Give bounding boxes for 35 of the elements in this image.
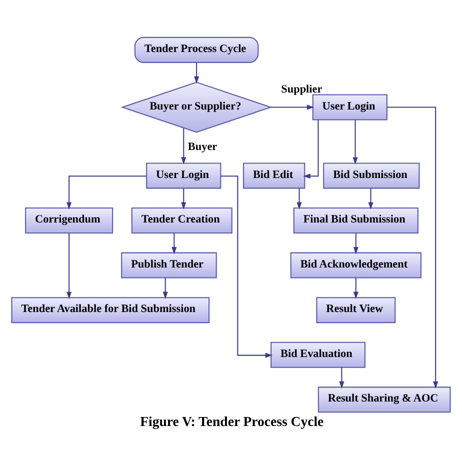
arrow bbox=[181, 188, 186, 210]
arrow bbox=[66, 233, 72, 300]
node-box: Final Bid Submission bbox=[293, 207, 418, 234]
node-box: Result View bbox=[316, 297, 396, 324]
arrow bbox=[181, 128, 186, 164]
arrow bbox=[303, 120, 319, 179]
node-diamond: Buyer or Supplier? bbox=[120, 82, 272, 133]
edge-label: Supplier bbox=[281, 83, 322, 96]
arrow bbox=[194, 62, 200, 84]
node-box: Bid Acknowledgement bbox=[290, 252, 422, 278]
arrow bbox=[386, 106, 438, 389]
caption: Figure V: Tender Process Cycle bbox=[140, 414, 324, 429]
node-box: Tender Process Cycle bbox=[134, 36, 259, 63]
arrow bbox=[339, 368, 344, 389]
arrow bbox=[172, 233, 177, 254]
arrow bbox=[296, 188, 302, 210]
node-box: User Login bbox=[146, 162, 222, 189]
node-box: Publish Tender bbox=[121, 252, 217, 278]
arrow bbox=[352, 120, 358, 165]
arrow bbox=[368, 188, 374, 210]
arrow bbox=[270, 104, 314, 110]
node-box: Result Sharing & AOC bbox=[318, 386, 451, 413]
node-box: Bid Submission bbox=[323, 162, 420, 189]
arrow bbox=[220, 176, 273, 358]
arrow bbox=[353, 278, 358, 300]
node-box: Bid Evaluation bbox=[270, 342, 366, 368]
node-box: Tender Creation bbox=[131, 207, 232, 234]
arrow bbox=[162, 278, 168, 300]
node-box: User Login bbox=[312, 94, 388, 120]
node-box: Tender Available for Bid Submission bbox=[11, 297, 210, 324]
arrow bbox=[353, 233, 358, 254]
edge-label: Buyer bbox=[188, 140, 218, 153]
node-box: Corrigendum bbox=[25, 207, 114, 234]
arrow bbox=[66, 176, 146, 210]
node-box: Bid Edit bbox=[242, 162, 306, 189]
